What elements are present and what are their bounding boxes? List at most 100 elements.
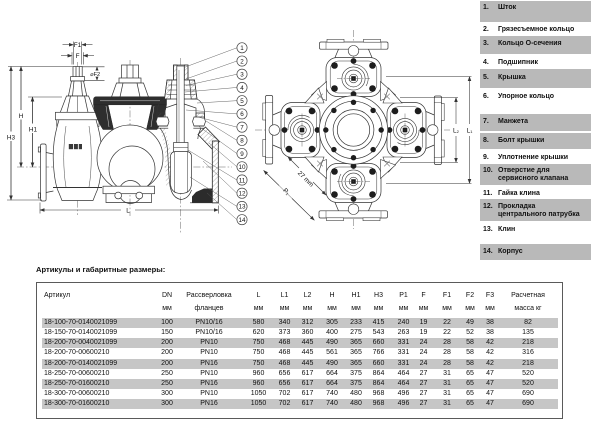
table-cell: 24 <box>419 339 428 347</box>
part-label: Крышка <box>498 73 526 81</box>
table-cell: 690 <box>522 389 534 397</box>
table-cell: 27 <box>419 369 428 377</box>
table-cell: PN10 <box>200 339 218 347</box>
dim-label-f: F <box>76 53 80 60</box>
table-cell: 28 <box>443 339 451 347</box>
table-cell: 750 <box>252 359 265 367</box>
table-cell: 18-300-70-00600210 <box>44 389 110 397</box>
callout-9: 9 <box>236 148 248 160</box>
callout-number: 12 <box>238 191 246 198</box>
table-cell: 31 <box>443 369 451 377</box>
part-number: 6. <box>483 92 489 100</box>
table-cell: 24 <box>419 359 428 367</box>
table-cell: 22 <box>443 329 451 337</box>
table-cell: 240 <box>397 319 410 327</box>
part-label: Болт крышки <box>498 136 545 144</box>
table-cell: 496 <box>397 399 410 407</box>
column-unit: мм <box>418 304 429 312</box>
table-cell: 445 <box>301 339 314 347</box>
table-cell: 27 <box>419 379 428 387</box>
dim-label-l1: L₁ <box>467 127 473 134</box>
table-cell: 47 <box>486 379 494 387</box>
parts-list-item: 4.Подшипник <box>480 54 591 69</box>
table-cell: 18-300-70-01600210 <box>44 399 110 407</box>
callout-13: 13 <box>236 200 248 212</box>
dim-label-f1: F1 <box>74 42 82 49</box>
valve-section-view <box>155 64 220 204</box>
valve-front-view <box>93 64 167 204</box>
table-cell: 18-200-70-00600210 <box>44 349 110 357</box>
callout-14: 14 <box>236 214 248 226</box>
table-cell: 617 <box>301 399 314 407</box>
column-header: L <box>256 292 261 299</box>
table-cell: 664 <box>326 379 338 387</box>
part-label: Уплотнение крышки <box>498 153 569 161</box>
table-cell: 316 <box>522 349 534 357</box>
table-cell: 331 <box>397 339 410 347</box>
table-cell: 42 <box>486 359 494 367</box>
table-cell: 365 <box>350 349 362 357</box>
cross-view-dimensions <box>263 76 472 221</box>
table-cell: PN10/16 <box>195 329 223 337</box>
column-unit: мм <box>465 304 475 312</box>
dim-label-h3: H3 <box>7 134 16 141</box>
part-number: 9. <box>483 153 489 161</box>
parts-list-item: 2.Грязесъемное кольцо <box>480 22 591 36</box>
callout-5: 5 <box>236 95 248 107</box>
table-cell: 490 <box>326 359 338 367</box>
column-header: Артикул <box>44 292 71 299</box>
table-cell: 312 <box>301 319 314 327</box>
parts-list-item: 6.Упорное кольцо <box>480 88 591 114</box>
callout-number: 4 <box>240 85 244 92</box>
table-cell: 58 <box>466 339 474 347</box>
column-header: H <box>329 292 335 299</box>
callout-1: 1 <box>236 42 248 54</box>
part-number: 1. <box>483 3 489 11</box>
table-cell: 18-250-70-00600210 <box>44 369 110 377</box>
table-cell: 968 <box>372 399 385 407</box>
table-cell: 200 <box>161 339 173 347</box>
table-cell: 960 <box>252 369 265 377</box>
dim-label-p1: P₁ <box>281 187 290 196</box>
table-cell: 18-200-70-0040021099 <box>44 339 118 347</box>
callout-3: 3 <box>236 68 248 80</box>
dim-label-h1: H1 <box>29 126 38 133</box>
table-cell: 1050 <box>250 389 267 397</box>
column-unit: мм <box>373 304 384 312</box>
callout-number: 6 <box>240 111 244 118</box>
table-cell: 490 <box>326 339 338 347</box>
table-cell: 18-200-70-0140021099 <box>44 359 118 367</box>
part-label: Клин <box>498 226 516 233</box>
callout-number: 5 <box>240 98 244 105</box>
table-cell: 400 <box>326 329 338 337</box>
table-cell: 480 <box>350 399 362 407</box>
table-cell: 373 <box>278 329 291 337</box>
table-cell: 28 <box>443 359 451 367</box>
table-cell: 218 <box>522 339 534 347</box>
table-cell: 31 <box>443 399 451 407</box>
callout-12: 12 <box>236 187 248 199</box>
column-header: L2 <box>303 292 312 299</box>
table-cell: 375 <box>350 379 362 387</box>
callout-number: 9 <box>240 151 244 158</box>
table-cell: 445 <box>301 359 314 367</box>
table-cell: 740 <box>326 399 338 407</box>
column-unit: фланцев <box>194 304 224 312</box>
parts-list-item: 8.Болт крышки <box>480 132 591 149</box>
parts-list-item: 3.Кольцо О-сечения <box>480 36 591 54</box>
part-label: Манжета <box>498 117 529 125</box>
callout-11: 11 <box>236 174 248 186</box>
table-cell: 305 <box>326 319 338 327</box>
table-cell: 561 <box>326 349 338 357</box>
callout-7: 7 <box>236 121 248 133</box>
callout-6: 6 <box>236 108 248 120</box>
table-title: Артикулы и габаритные размеры: <box>36 265 166 274</box>
